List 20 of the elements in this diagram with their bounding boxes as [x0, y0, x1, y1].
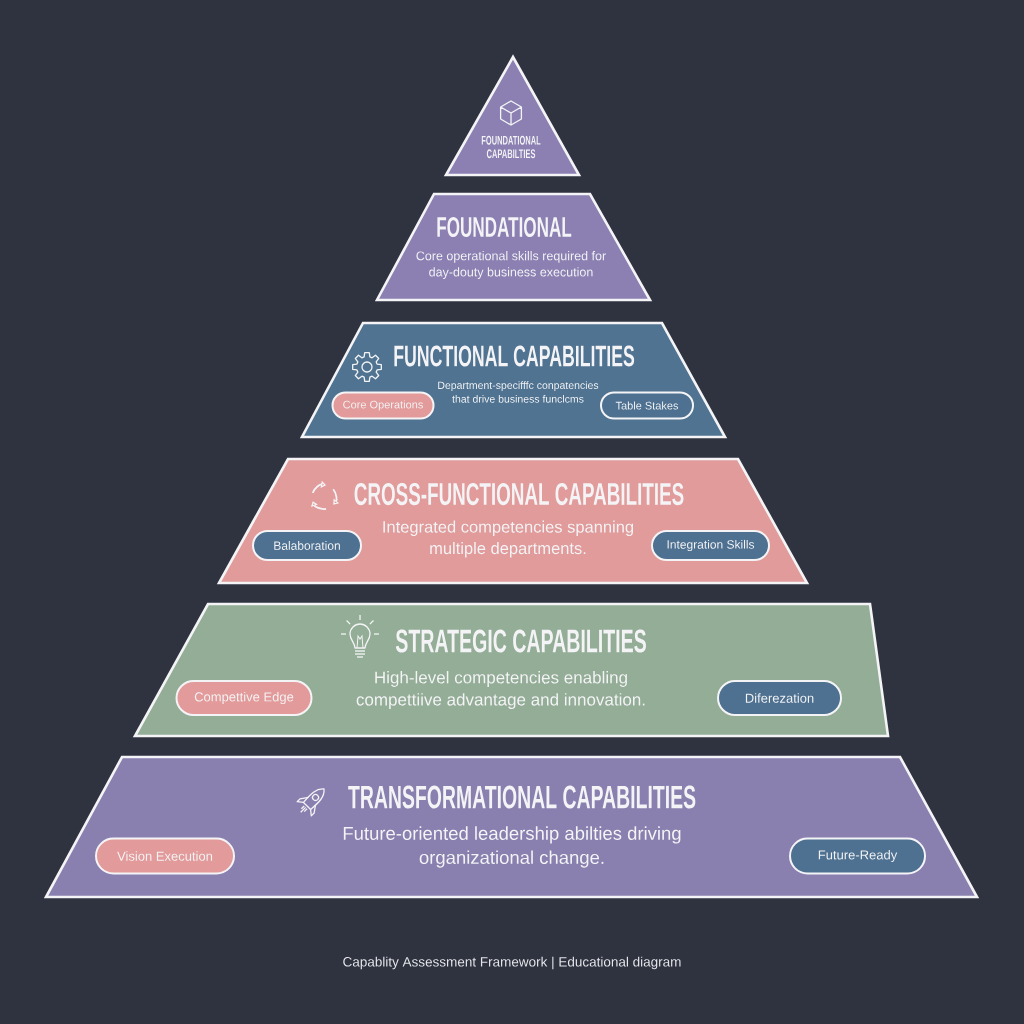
tier-heading: STRATEGIC CAPABILITIES	[395, 629, 646, 653]
tier-description: Future-oriented leadership abilties driving organizational change.	[343, 826, 681, 868]
capability-tag: Balaboration	[252, 530, 362, 561]
capability-tag: Core Operations	[331, 391, 435, 420]
capability-tag: Table Stakes	[600, 391, 694, 420]
capability-tag: Future-Ready	[789, 837, 926, 875]
tier-description: Department-specifffc conpatencies that drive business funclcms	[438, 381, 599, 403]
capability-tag: Compettive Edge	[175, 680, 313, 716]
tier-description: Integrated competencies spanning multiple departments.	[383, 520, 633, 558]
tier-heading: FOUNDATIONAL CAPABILTIES	[481, 135, 541, 159]
caption: Capablity Assessment Framework | Educational diagram	[343, 956, 681, 970]
tier-heading: FOUNDATIONAL	[437, 216, 572, 238]
tier-heading: TRANSFORMATIONAL CAPABILITIES	[348, 785, 696, 809]
capability-tag: Vision Execution	[95, 837, 235, 875]
tier-description: Core operational skills required for day-douty business execution	[416, 251, 606, 279]
capability-tag: Integration Skills	[651, 530, 770, 561]
capability-tag: Diferezation	[717, 680, 842, 716]
tier-description: High-level competencies enabling compettiive advantage and innovation.	[356, 671, 645, 709]
tier-heading: CROSS-FUNCTIONAL CAPABILITIES	[354, 482, 684, 506]
tier-heading: FUNCTIONAL CAPABILITIES	[394, 345, 635, 367]
